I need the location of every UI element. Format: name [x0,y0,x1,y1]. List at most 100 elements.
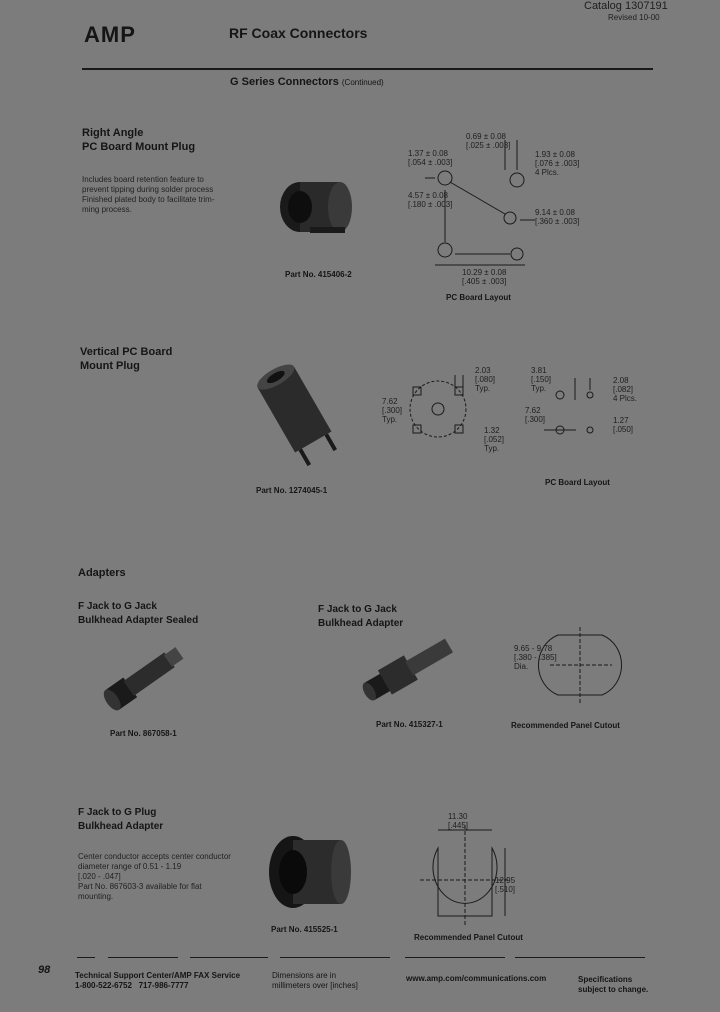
dim-914-mm: 9.14 ± 0.08 [535,208,575,217]
dim-381-in: [.150] [531,375,552,384]
right-angle-layout-caption: PC Board Layout [446,293,511,302]
dim-1029-mm: 10.29 ± 0.08 [462,268,507,277]
dim-203-mm: 2.03 [475,366,491,375]
plug-cutout-width-mm: 11.30 [448,812,468,821]
dim-762-b-mm: 7.62 [525,406,541,415]
sealed-adapter-image [103,647,184,711]
dim-457: 4.57 ± 0.08 [.180 ± .003] [408,191,452,209]
plug-cutout-caption: Recommended Panel Cutout [414,933,523,942]
footer-specs: Specifications subject to change. [578,975,649,994]
dim-137-mm: 1.37 ± 0.08 [408,149,448,158]
plug-adapter-image [269,836,351,908]
bulkhead-cutout-dim-mm: 9.65 - 9.78 [514,644,553,653]
dim-381-note: Typ. [531,384,547,393]
dim-762-b: 7.62 [.300] [525,406,545,424]
plug-cutout-height-in: [.510] [495,885,516,894]
vertical-drawing [409,375,467,438]
dim-132-in: [.052] [484,435,505,444]
dim-137-in: [.054 ± .003] [408,158,453,167]
section-title-text: G Series Connectors [230,76,339,88]
plug-cutout-drawing [420,825,510,925]
vertical-layout-caption: PC Board Layout [545,478,610,487]
footer-dimensions: Dimensions are in millimeters over [inch… [272,971,358,990]
sealed-adapter-heading: F Jack to G Jack Bulkhead Adapter Sealed [78,601,199,626]
plug-adapter-heading: F Jack to G Plug Bulkhead Adapter [78,807,164,832]
right-angle-plug-image [280,182,352,233]
dim-208-in: [.082] [613,385,634,394]
bulkhead-adapter-image [362,638,453,701]
right-angle-heading: Right Angle PC Board Mount Plug [82,127,196,153]
plug-cutout-width: 11.30 [.445] [448,812,468,830]
dim-069: 0.69 ± 0.08 [.025 ± .003] [466,132,510,150]
dim-762-a-in: [.300] [382,406,403,415]
dim-203-in: [.080] [475,375,496,384]
dim-069-in: [.025 ± .003] [466,141,511,150]
dim-208-mm: 2.08 [613,376,629,385]
right-angle-description: Includes board retention feature to prev… [82,175,215,214]
bulkhead-cutout-dim-in: [.380 - .385] [514,653,557,662]
dim-132-note: Typ. [484,444,500,453]
bulkhead-cutout-drawing [538,627,622,703]
bulkhead-cutout-caption: Recommended Panel Cutout [511,721,620,730]
dim-914: 9.14 ± 0.08 [.360 ± .003] [535,208,579,226]
vertical-plug-image [257,364,337,467]
dim-193: 1.93 ± 0.08 [.076 ± .003] 4 Plcs. [535,150,579,177]
plug-cutout-width-in: [.445] [448,821,469,830]
dim-762-a-mm: 7.62 [382,397,398,406]
dim-762-a: 7.62 [.300] Typ. [382,397,402,424]
dim-208: 2.08 [.082] 4 Plcs. [613,376,637,403]
page-number: 98 [38,964,51,976]
dim-203: 2.03 [.080] Typ. [475,366,495,393]
dim-457-mm: 4.57 ± 0.08 [408,191,448,200]
bulkhead-adapter-part-no: Part No. 415327-1 [376,720,443,729]
dim-127: 1.27 [.050] [613,416,633,434]
dim-1029: 10.29 ± 0.08 [.405 ± .003] [462,268,506,286]
footer-support: Technical Support Center/AMP FAX Service… [75,971,241,990]
dim-127-mm: 1.27 [613,416,629,425]
footer-rule-2 [108,957,178,958]
page-title: RF Coax Connectors [229,25,368,41]
adapters-heading: Adapters [78,567,126,579]
footer-rule-3 [190,957,268,958]
header-rule [82,68,653,70]
dim-1029-in: [.405 ± .003] [462,277,507,286]
bulkhead-cutout-dim: 9.65 - 9.78 [.380 - .385] Dia. [514,644,557,671]
dim-193-in: [.076 ± .003] [535,159,580,168]
dim-208-note: 4 Plcs. [613,394,638,403]
dim-381: 3.81 [.150] Typ. [531,366,551,393]
sealed-adapter-part-no: Part No. 867058-1 [110,729,177,738]
dim-914-in: [.360 ± .003] [535,217,580,226]
dim-457-in: [.180 ± .003] [408,200,453,209]
dim-132: 1.32 [.052] Typ. [484,426,504,453]
footer-rule-6 [515,957,645,958]
catalog-number: Catalog 1307191 [584,0,668,12]
section-title: G Series Connectors (Continued) [230,76,384,88]
bulkhead-adapter-heading: F Jack to G Jack Bulkhead Adapter [318,604,404,629]
footer-rule-4 [280,957,390,958]
dim-193-note: 4 Plcs. [535,168,560,177]
revised-date: Revised 10-00 [608,13,660,22]
plug-adapter-part-no: Part No. 415525-1 [271,925,338,934]
plug-adapter-description: Center conductor accepts center conducto… [78,852,231,901]
dim-203-note: Typ. [475,384,491,393]
vertical-part-no: Part No. 1274045-1 [256,486,328,495]
right-angle-part-no: Part No. 415406-2 [285,270,352,279]
plug-cutout-height: 12.95 [.510] [495,876,515,894]
bulkhead-cutout-dim-note: Dia. [514,662,529,671]
right-angle-pcb-layout-drawing [425,140,535,266]
vertical-heading: Vertical PC Board Mount Plug [80,346,173,372]
section-title-suffix: (Continued) [341,78,384,87]
dim-762-b-in: [.300] [525,415,546,424]
dim-762-a-note: Typ. [382,415,398,424]
plug-cutout-height-mm: 12.95 [495,876,516,885]
dim-381-mm: 3.81 [531,366,547,375]
dim-069-mm: 0.69 ± 0.08 [466,132,506,141]
vertical-pcb-layout-drawing [544,378,594,435]
footer-url[interactable]: www.amp.com/communications.com [406,974,547,983]
dim-127-in: [.050] [613,425,634,434]
dim-137: 1.37 ± 0.08 [.054 ± .003] [408,149,452,167]
amp-logo: AMP [84,22,136,47]
dim-132-mm: 1.32 [484,426,500,435]
dim-193-mm: 1.93 ± 0.08 [535,150,575,159]
footer-rule-5 [405,957,505,958]
